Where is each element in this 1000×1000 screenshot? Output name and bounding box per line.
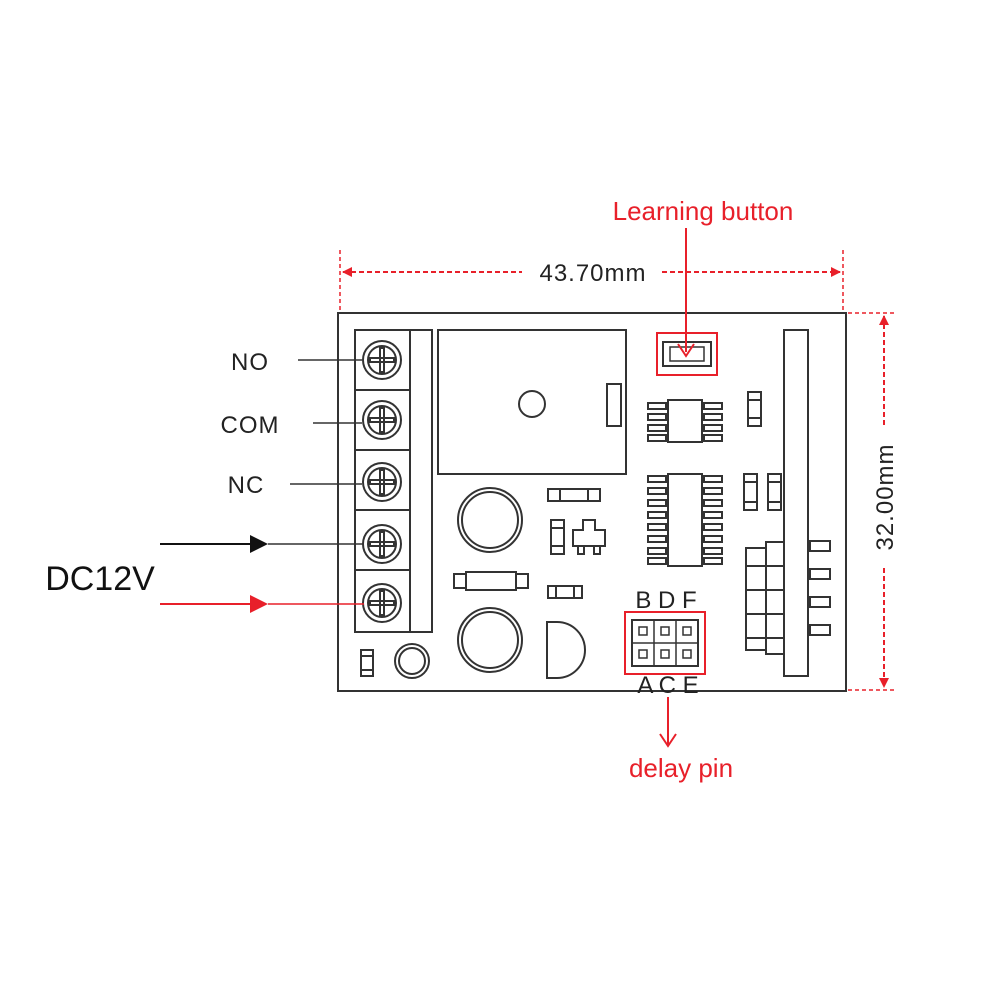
- screw-icon: [362, 524, 402, 564]
- delay-pin-label: delay pin: [629, 753, 733, 783]
- screw-icon: [362, 340, 402, 380]
- screw-icon: [362, 400, 402, 440]
- height-dimension: 32.00mm: [848, 312, 899, 691]
- screw-icon: [362, 583, 402, 623]
- jumper-top-label: B D F: [635, 587, 696, 614]
- terminal-labels: NO COM NC: [221, 349, 362, 499]
- screw-icon: [362, 462, 402, 502]
- learning-button-label: Learning button: [613, 196, 794, 226]
- jumper-bottom-label: A C E: [637, 672, 698, 699]
- terminal-label-com: COM: [221, 412, 280, 439]
- terminal-block: [354, 329, 433, 633]
- ic-small: [647, 399, 723, 443]
- ic-large: [647, 473, 723, 567]
- dc-input-label: DC12V: [45, 560, 155, 598]
- dc-input: DC12V: [45, 535, 364, 613]
- width-dimension-label: 43.70mm: [539, 260, 646, 287]
- terminal-screws: [362, 340, 402, 623]
- learning-button: Learning button: [613, 196, 794, 376]
- width-dimension: 43.70mm: [339, 250, 844, 312]
- terminal-label-nc: NC: [228, 472, 265, 499]
- relay: [437, 329, 627, 475]
- pcb-board: [337, 312, 847, 692]
- passive-components: [360, 391, 782, 679]
- terminal-label-no: NO: [231, 349, 269, 376]
- delay-pin-jumper: B D F A C E delay pin: [624, 587, 733, 783]
- height-dimension-label: 32.00mm: [872, 443, 899, 550]
- right-header: [745, 329, 831, 677]
